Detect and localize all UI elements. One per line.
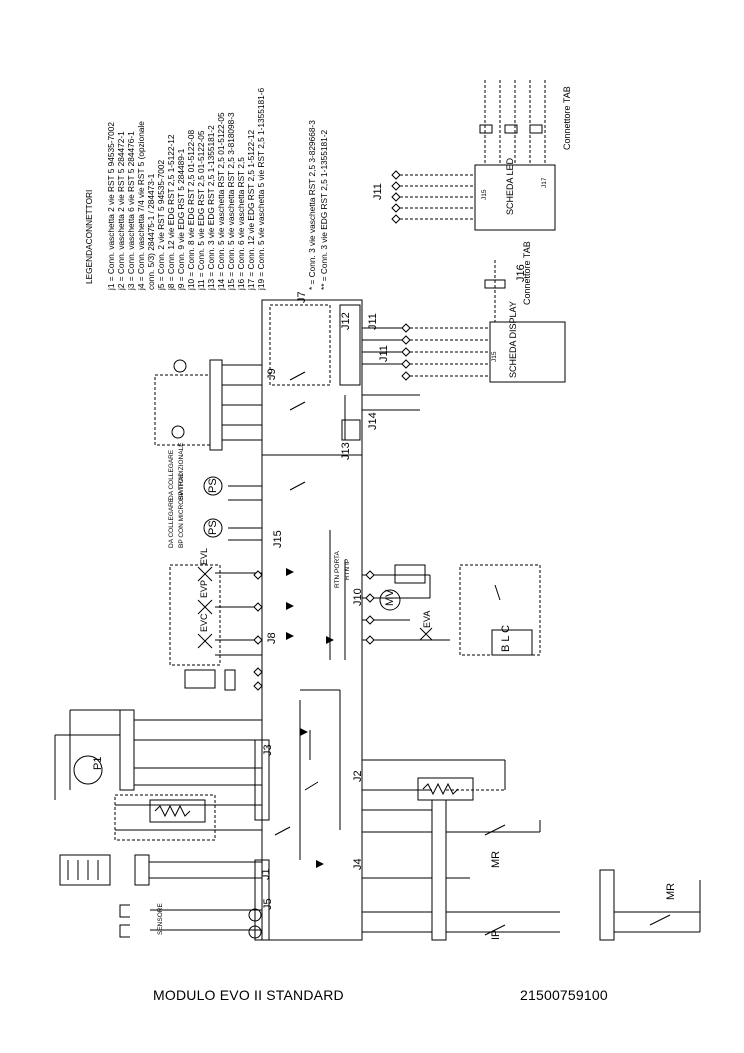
connector-j17: J17 — [541, 177, 548, 188]
ip-label: IP — [490, 929, 502, 940]
legend-line: j15 = Conn. 5 vie vaschetta RST 2,5 3-81… — [226, 112, 236, 290]
rtn-ip-label: RTN IP — [344, 558, 351, 580]
heater-resistor-1 — [149, 799, 206, 823]
legend-line: j17 = Conn. 12 vie EDG RST 2,5 1-5122-12 — [246, 129, 256, 290]
legend-line: j2 = Conn. vaschetta 2 vie RST 5 284472-… — [116, 131, 126, 290]
connector-j16: J16 — [515, 264, 527, 282]
blc-component — [491, 629, 533, 656]
legend-note: * = Conn. 3 vie vaschetta RST 2,5 3-8296… — [307, 120, 317, 290]
main-board — [261, 299, 363, 941]
legend-line: j19 = Conn. 5 vie vaschetta 5 vie RST 2,… — [256, 87, 266, 290]
legend-line: j1 = Conn. vaschetta 2 vie RST 5 94535-7… — [106, 122, 116, 290]
connector-j11: J11 — [372, 183, 384, 200]
connector-j13: J13 — [340, 442, 352, 460]
connector-j14: J14 — [367, 412, 379, 430]
legend-note: ** = Conn. 3 vie EDG RST 2,5 1-1355181-2 — [319, 129, 329, 290]
legend-line: j8 = Conn. 12 vie EDG RST 2,5 1-5122-12 — [166, 134, 176, 290]
evp-label: EVP — [199, 579, 209, 598]
connector-j12: J12 — [340, 312, 352, 330]
legend-line: j14 = Conn. 5 vie vaschetta RST 2,5 01-5… — [216, 112, 226, 290]
mv-motor — [379, 589, 401, 611]
scheda-display-label: SCHEDA DISPLAY — [508, 301, 518, 378]
legend-line: j13 = Conn. 3 vie EDG RST 2,5 1-1355181-… — [206, 125, 216, 290]
connettore-tab-label: Connettore TAB — [562, 86, 572, 150]
ps-pressostat-1 — [203, 476, 223, 496]
connector-j10: J10 — [352, 588, 364, 606]
connector-j7: J7 — [296, 291, 308, 303]
ps-label: PS — [207, 478, 219, 493]
model-title: MODULO EVO II STANDARD — [153, 987, 344, 1003]
legend-line: conn. 5/3) 284475-1 / 284473-1 — [146, 173, 156, 290]
da-collegare-label: DA COLLEGARE — [168, 497, 175, 548]
legend-line: j16 = Conn. 6 vie vaschetta RST 2,5 — [236, 157, 246, 290]
p1-pump — [73, 755, 103, 785]
scheda-led — [474, 164, 556, 231]
drawing-code: 21500759100 — [520, 987, 608, 1003]
ps-pressostat-2 — [203, 518, 223, 538]
connector-j2: J2 — [352, 770, 364, 782]
ps-label: PS — [207, 520, 219, 535]
evl-label: EVL — [199, 547, 209, 565]
connector-j3: J3 — [262, 744, 274, 756]
terminal-strip-main — [431, 799, 447, 941]
rtn-porta-label: RTN PORTA — [334, 551, 341, 588]
connector-j15: J15 — [272, 530, 284, 548]
bp-con-microswitch-label: BP CON MICROSWITCH — [178, 474, 185, 548]
blc-label: B L C — [500, 624, 512, 652]
connector-j4: J4 — [352, 858, 364, 870]
connector-j15: J15 — [481, 189, 488, 200]
sensore-label: SENSORE — [157, 903, 164, 935]
connector-j9: J9 — [266, 368, 278, 380]
p1-label: P1 — [92, 756, 104, 770]
scheda-display — [489, 321, 566, 383]
connector-j11: J11 — [378, 345, 390, 362]
connector-j5: J5 — [262, 898, 274, 910]
legend-line: j9 = Conn. 9 vie EDG RST 5 284489-1 — [176, 148, 186, 290]
legend-line: j11 = Conn. 5 vie EDG RST 2,5 01-5122-05 — [196, 130, 206, 290]
connector-j8: J8 — [266, 632, 278, 644]
scheda-led-label: SCHEDA LED — [505, 157, 515, 215]
connector-j15: J15 — [491, 351, 498, 362]
legend-title: LEGENDACONNETTORI — [84, 189, 94, 284]
legend-line: j4 = Conn. vaschetta 7/4 vie RST 5 (opzi… — [136, 121, 146, 290]
legend-line: j10 = Conn. 8 vie EDG RST 2,5 01-5122-08 — [186, 129, 196, 290]
mains-filter — [59, 854, 111, 886]
heater-resistor-2 — [417, 777, 474, 801]
eva-label: EVA — [422, 610, 432, 628]
connector-j1: J1 — [260, 868, 272, 880]
legend-line: j5 = Conn. 2 vie RST 5 94535-7002 — [156, 159, 166, 290]
mr-label: MR — [665, 882, 677, 900]
terminal-strip-aux — [599, 869, 615, 941]
mv-label: MV — [384, 589, 396, 607]
legend-line: j3 = Conn. vaschetta 6 vie RST 5 284476-… — [126, 131, 136, 290]
evc-label: EVC — [199, 613, 209, 632]
mr-label: MR — [490, 850, 502, 868]
da-collegare-label: DA COLLEGARE — [168, 449, 175, 500]
connector-j11: J11 — [367, 313, 379, 330]
